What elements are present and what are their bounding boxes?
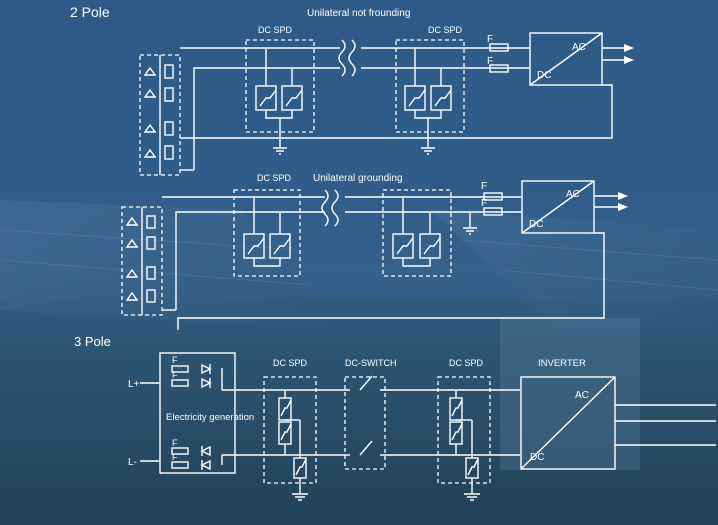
dc-spd-3a — [263, 376, 317, 501]
pv-array-2 — [121, 206, 163, 316]
f2-label: F — [172, 370, 178, 380]
diagram2-fuse-bottom-label: F — [481, 198, 487, 209]
pv-array-1 — [139, 54, 181, 176]
three-pole-title: 3 Pole — [74, 334, 111, 349]
f3-label: F — [172, 438, 178, 448]
fuse-2-bottom — [483, 207, 503, 216]
spd2-label: DC SPD — [449, 358, 484, 368]
diagram1-fuse-top-label: F — [487, 34, 493, 45]
diagram1-fuse-bottom-label: F — [487, 56, 493, 67]
spd1-label: DC SPD — [273, 358, 308, 368]
dc-spd-3b — [437, 376, 491, 501]
fuse-1-top — [489, 43, 509, 52]
diagram-unilateral-grounding: DC SPD Unilateral grounding — [121, 173, 628, 330]
dc-spd-2a — [233, 189, 301, 277]
inverter-1-ac: AC — [572, 42, 586, 53]
inverter-2: AC DC — [177, 180, 628, 330]
diagram2-title: Unilateral grounding — [313, 173, 403, 184]
diagram2-fuse-top-label: F — [481, 181, 487, 192]
switch-label: DC-SWITCH — [345, 358, 397, 368]
inverter-3-dc: DC — [530, 452, 544, 463]
fuse-2-top — [483, 192, 503, 201]
diagram-three-pole: Electricity generation F F F F L+ L- DC … — [128, 352, 716, 501]
generation-block: Electricity generation F F F F — [159, 352, 254, 474]
inverter-2-ac: AC — [566, 189, 580, 200]
diagram1-spd-left-label: DC SPD — [258, 25, 293, 35]
inverter-1-dc: DC — [537, 70, 551, 81]
inverter-3: AC DC — [520, 376, 716, 470]
inverter-3-ac: AC — [575, 390, 589, 401]
l-minus-label: L- — [128, 457, 137, 468]
inverter-2-dc: DC — [529, 219, 543, 230]
inverter-label: INVERTER — [538, 358, 586, 369]
dc-spd-1b — [395, 39, 465, 155]
f1-label: F — [172, 355, 178, 365]
diagram1-spd-right-label: DC SPD — [428, 25, 463, 35]
diagram-unilateral-not-grounding: Unilateral not frounding DC SPD DC SPD — [139, 8, 634, 176]
dc-spd-2b — [382, 189, 452, 277]
f4-label: F — [172, 452, 178, 462]
diagram2-spd-label: DC SPD — [257, 173, 292, 183]
fuse-1-bottom — [489, 64, 509, 73]
l-plus-label: L+ — [128, 379, 140, 390]
inverter-1: AC DC — [180, 32, 634, 139]
dc-spd-1a — [245, 39, 315, 155]
two-pole-title: 2 Pole — [70, 4, 110, 20]
dc-switch — [344, 375, 386, 470]
diagram1-title: Unilateral not frounding — [307, 8, 410, 19]
gen-label: Electricity generation — [166, 412, 254, 423]
